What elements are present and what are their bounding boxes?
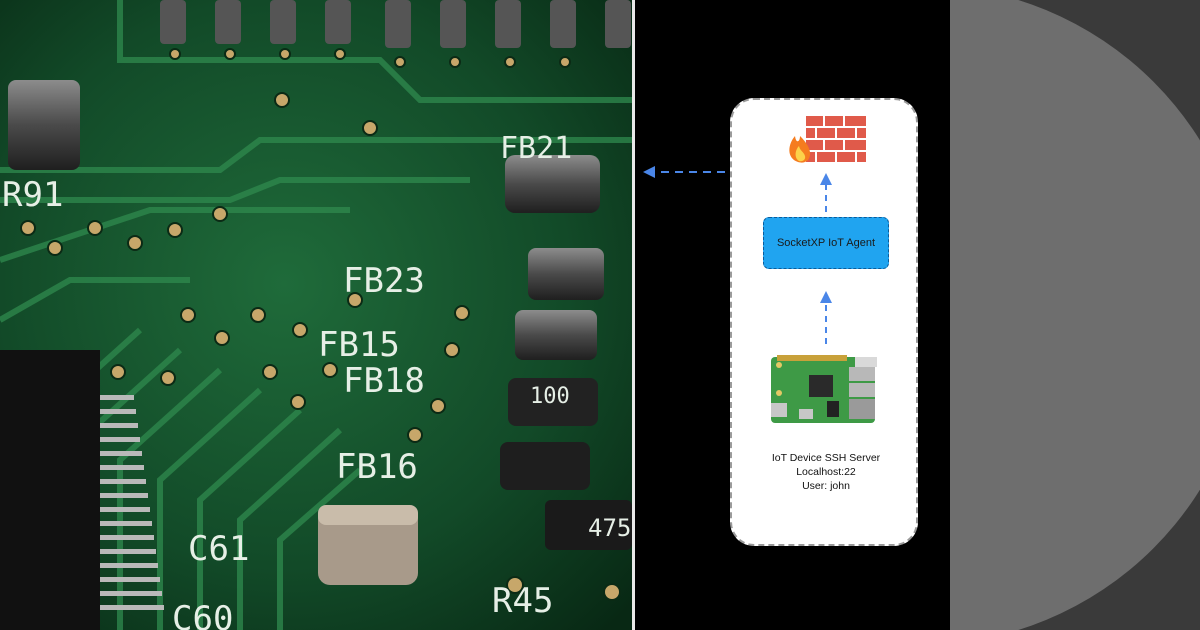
silk-r45: R45 — [492, 581, 553, 621]
device-info: IoT Device SSH Server Localhost:22 User:… — [732, 451, 920, 493]
outbound-arrow-head — [643, 166, 655, 178]
agent-label: SocketXP IoT Agent — [776, 237, 876, 249]
device-to-agent-arrowhead — [820, 291, 832, 303]
decorative-half-circle — [950, 0, 1200, 630]
silk-r91: R91 — [2, 175, 63, 215]
device-name: IoT Device SSH Server — [771, 452, 881, 464]
device-card: SocketXP IoT Agent IoT Device SSH Server… — [730, 98, 918, 546]
firewall-icon — [789, 116, 866, 163]
silk-c61: C61 — [188, 529, 249, 569]
panel-divider — [632, 0, 635, 630]
agent-to-firewall-arrowhead — [820, 173, 832, 185]
raspberry-pi-board-icon — [771, 355, 877, 423]
diagram-panel: SocketXP IoT Agent IoT Device SSH Server… — [635, 0, 950, 630]
decorative-panel — [950, 0, 1200, 630]
device-user: User: john — [802, 480, 850, 492]
silk-fb23: FB23 — [343, 261, 425, 301]
card-arrows — [820, 173, 832, 344]
silk-fb21: FB21 — [500, 131, 572, 166]
silk-fb16: FB16 — [336, 447, 418, 487]
silk-fb15: FB15 — [318, 325, 400, 365]
silk-100: 100 — [530, 384, 570, 409]
silk-fb18: FB18 — [343, 361, 425, 401]
socketxp-agent-box: SocketXP IoT Agent — [763, 217, 889, 269]
device-address: Localhost:22 — [796, 466, 856, 478]
silk-c60: C60 — [172, 599, 233, 630]
pcb-photo: R91 FB21 FB23 FB15 FB18 FB16 C61 C60 R45… — [0, 0, 632, 630]
silk-4750: 4750 — [588, 514, 632, 542]
